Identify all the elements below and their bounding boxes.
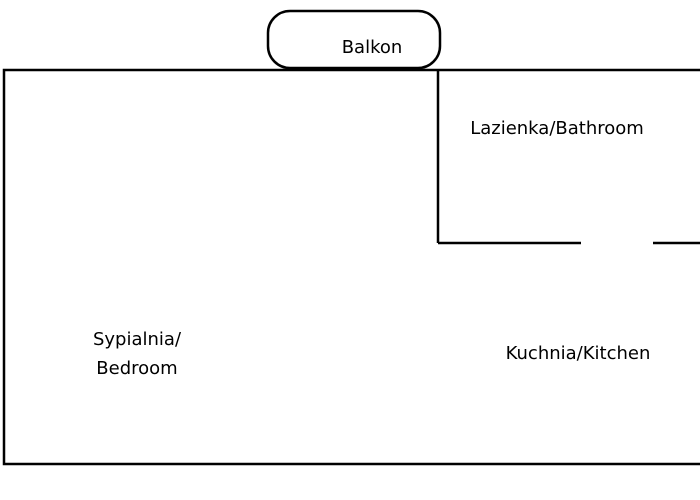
kitchen-label: Kuchnia/Kitchen: [506, 343, 651, 364]
balcony-label: Balkon: [342, 37, 403, 58]
balcony-outline: [266, 9, 442, 70]
bathroom-label: Lazienka/Bathroom: [470, 118, 644, 139]
bedroom-label-line2: Bedroom: [96, 358, 177, 379]
bedroom-label-line1: Sypialnia/: [93, 329, 182, 350]
apartment-outer-wall: [2, 68, 700, 466]
